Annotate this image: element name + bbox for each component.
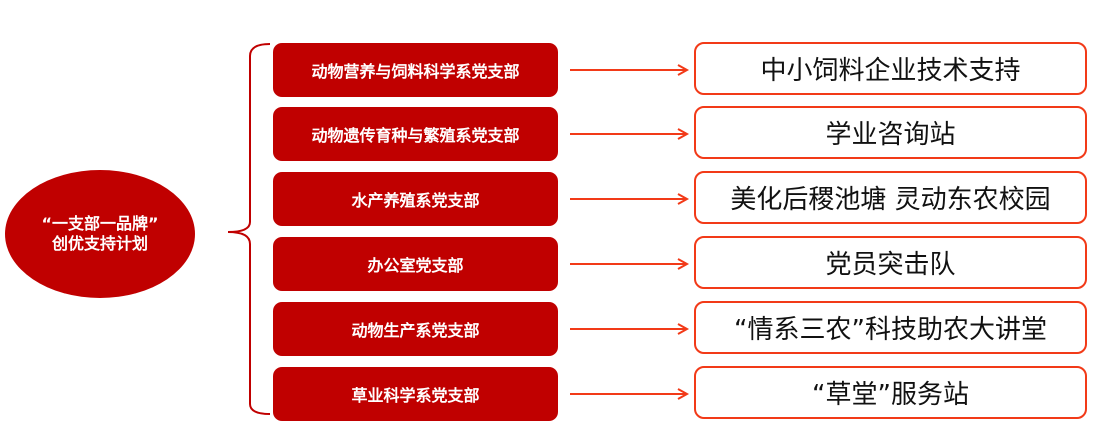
branch-box: 动物生产系党支部	[273, 302, 558, 356]
arrow	[570, 128, 690, 140]
target-box: “情系三农”科技助农大讲堂	[694, 301, 1087, 354]
center-node: “一支部一品牌” 创优支持计划	[5, 170, 195, 298]
arrow	[570, 193, 690, 205]
branch-box: 办公室党支部	[273, 237, 558, 291]
target-box: 学业咨询站	[694, 106, 1087, 159]
arrow	[570, 64, 690, 76]
target-box: 中小饲料企业技术支持	[694, 42, 1087, 95]
arrow	[570, 258, 690, 270]
arrow	[570, 323, 690, 335]
target-box: 党员突击队	[694, 236, 1087, 289]
target-box: 美化后稷池塘 灵动东农校园	[694, 171, 1087, 224]
branch-box: 草业科学系党支部	[273, 367, 558, 421]
branch-box: 动物营养与饲料科学系党支部	[273, 43, 558, 97]
branch-box: 动物遗传育种与繁殖系党支部	[273, 107, 558, 161]
target-box: “草堂”服务站	[694, 366, 1087, 419]
branch-box: 水产养殖系党支部	[273, 172, 558, 226]
arrow	[570, 388, 690, 400]
center-subtitle: 创优支持计划	[51, 234, 148, 253]
brace	[227, 43, 271, 415]
center-title: “一支部一品牌”	[41, 214, 159, 233]
